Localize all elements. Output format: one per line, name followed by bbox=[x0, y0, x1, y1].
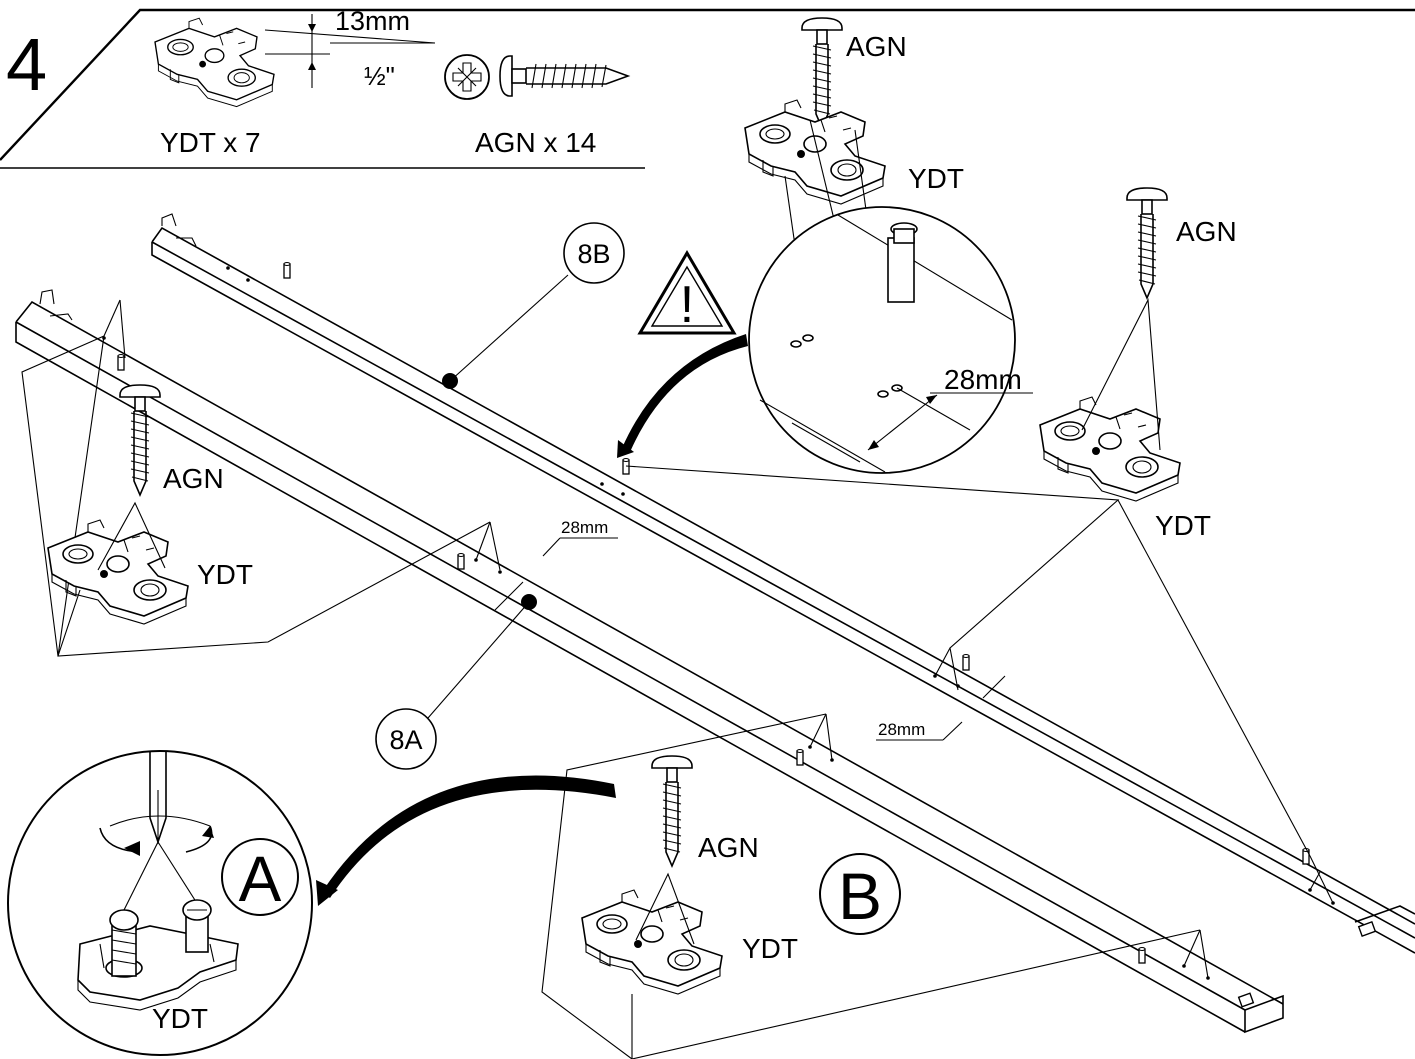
screw-left bbox=[119, 384, 161, 496]
screw-part-illustration bbox=[499, 55, 631, 97]
panel-8a-label: 8A bbox=[389, 725, 422, 755]
panel-8b-label: 8B bbox=[577, 239, 610, 269]
screw-label-left: AGN bbox=[163, 463, 224, 494]
bracket-detail-a bbox=[77, 899, 239, 1011]
warning-triangle-icon: ! bbox=[637, 250, 737, 335]
bracket-label-detail-a: YDT bbox=[152, 1003, 208, 1034]
bracket-label-bottom: YDT bbox=[742, 933, 798, 964]
panel-8b-marker: 8B bbox=[442, 222, 625, 389]
bracket-label-top: YDT bbox=[908, 163, 964, 194]
spacing-callout-left: 28mm bbox=[494, 518, 618, 611]
detail-a: A YDT bbox=[7, 750, 313, 1056]
detail-b-label: B bbox=[838, 859, 882, 933]
panel-8a-marker: 8A bbox=[375, 594, 537, 770]
curved-arrow-to-detail-a bbox=[322, 775, 616, 898]
detail-a-marker bbox=[221, 838, 299, 916]
dimension-mm-label: 13mm bbox=[335, 6, 410, 36]
dimension-marker bbox=[264, 14, 436, 88]
detail-b-marker bbox=[819, 853, 901, 935]
bracket-part-illustration bbox=[154, 17, 275, 108]
callout-top-center: AGN YDT 28mm ! bbox=[617, 17, 1033, 474]
board-8a bbox=[15, 289, 1284, 1034]
screw-label-right: AGN bbox=[1176, 216, 1237, 247]
bracket-right bbox=[1039, 396, 1181, 502]
dimension-inch-label: ½" bbox=[364, 61, 395, 91]
board-8b bbox=[151, 213, 1415, 954]
bracket-count-label: YDT x 7 bbox=[160, 127, 261, 158]
warning-symbol: ! bbox=[680, 276, 694, 334]
phillips-drive-icon bbox=[444, 54, 490, 100]
spacing-label-left: 28mm bbox=[561, 518, 608, 537]
bracket-left bbox=[47, 519, 189, 625]
bracket-top bbox=[744, 99, 886, 205]
bracket-label-left: YDT bbox=[197, 559, 253, 590]
screw-top bbox=[801, 17, 843, 129]
callout-right: AGN YDT bbox=[625, 187, 1334, 904]
bracket-label-right: YDT bbox=[1155, 510, 1211, 541]
screw-label-top: AGN bbox=[846, 31, 907, 62]
magnifier-detail: 28mm bbox=[748, 206, 1033, 474]
screw-count-label: AGN x 14 bbox=[475, 127, 596, 158]
spacing-label-right: 28mm bbox=[878, 720, 925, 739]
screw-right bbox=[1126, 187, 1168, 299]
step-header: 4 13mm ½" YDT x 7 AGN x 14 bbox=[0, 6, 1415, 169]
spacing-callout-right: 28mm bbox=[876, 675, 1006, 741]
rotation-arrow-icon bbox=[99, 815, 214, 856]
callout-bottom-center: AGN YDT B bbox=[316, 713, 1209, 1059]
step-number: 4 bbox=[6, 23, 47, 106]
spacing-label-detail: 28mm bbox=[944, 364, 1022, 395]
bracket-bottom bbox=[581, 889, 723, 995]
detail-a-label: A bbox=[239, 843, 282, 915]
screw-bottom bbox=[651, 755, 693, 867]
curved-arrow-to-magnifier bbox=[622, 334, 748, 452]
callout-left: AGN YDT bbox=[21, 299, 501, 657]
screw-label-bottom: AGN bbox=[698, 832, 759, 863]
